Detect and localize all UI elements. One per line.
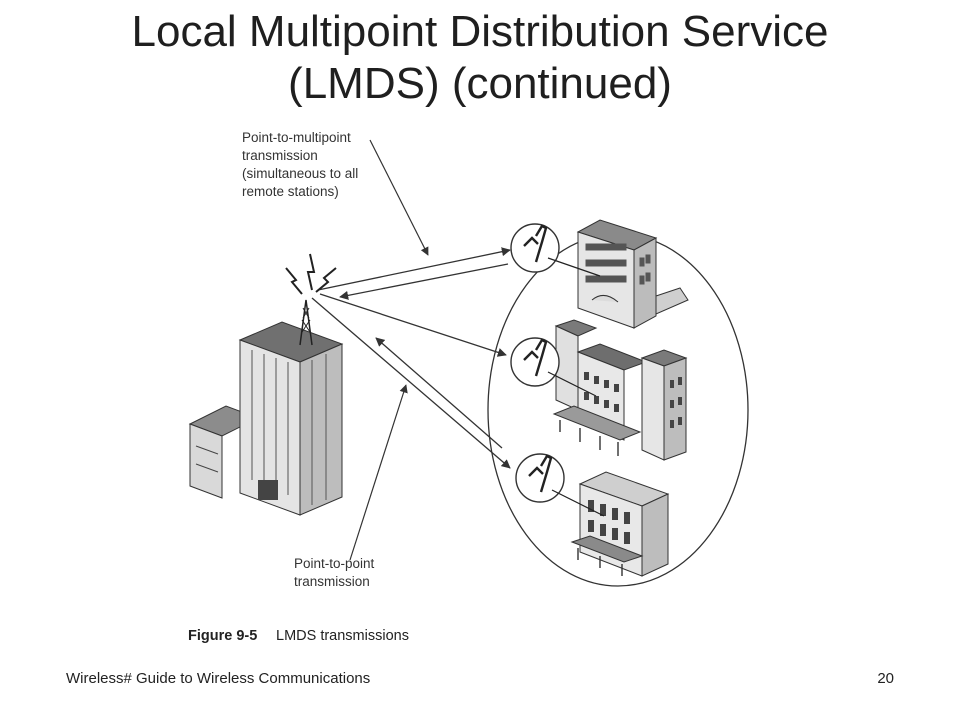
figure-caption: LMDS transmissions [276,628,409,644]
slide-title: Local Multipoint Distribution Service (L… [0,6,960,110]
antenna-callout-middle [510,337,597,397]
base-station-building [188,253,344,516]
p2mp-callout-arrow [369,139,429,256]
remote-building-top [576,219,689,329]
remote-building-bottom [570,471,670,577]
title-line-2: (LMDS) (continued) [288,59,672,108]
point-to-point-label: Point-to-point transmission [294,556,378,589]
footer-book-title: Wireless# Guide to Wireless Communicatio… [66,670,371,687]
title-line-1: Local Multipoint Distribution Service [131,7,829,56]
antenna-callout-top [510,223,601,277]
antenna-callout-bottom [515,453,605,517]
transmission-lines [311,247,511,469]
footer-page-number: 20 [877,670,894,687]
point-to-multipoint-label: Point-to-multipoint transmission (simult… [242,130,362,199]
figure-number: Figure 9-5 [188,628,257,644]
remote-building-middle [552,319,688,461]
p2p-callout-arrow [349,384,408,561]
